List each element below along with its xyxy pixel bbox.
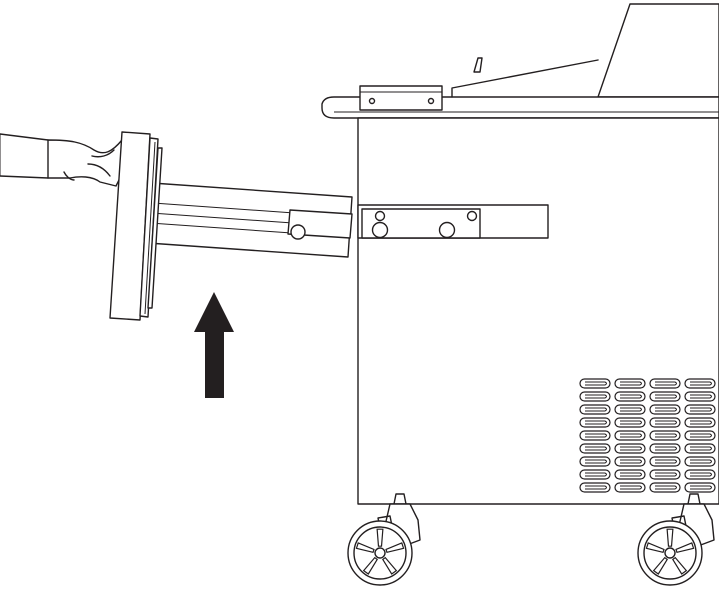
wheel-spokes xyxy=(355,528,405,575)
vent-slot-inner xyxy=(585,446,607,451)
vent-slot xyxy=(579,417,611,428)
wheel-spokes xyxy=(645,528,695,575)
vent-slot-inner xyxy=(690,420,712,425)
vent-slot-inner xyxy=(655,446,677,451)
vent-slot xyxy=(684,417,716,428)
hand-arm xyxy=(0,133,132,187)
vent-slot xyxy=(614,417,646,428)
vent-slot-inner xyxy=(655,407,677,412)
vent-slot-inner xyxy=(620,433,642,438)
cabinet-mount-bracket xyxy=(357,204,549,239)
vent-slot xyxy=(684,404,716,415)
vent-slot xyxy=(614,482,646,493)
vent-slot-inner xyxy=(690,485,712,490)
vent-slot-inner xyxy=(585,459,607,464)
vent-slot xyxy=(579,482,611,493)
vent-slot-inner xyxy=(620,485,642,490)
machine-lid xyxy=(321,3,719,119)
vent-slot xyxy=(614,469,646,480)
vent-slot-inner xyxy=(620,446,642,451)
vent-slot-inner xyxy=(585,394,607,399)
vent-slot xyxy=(579,378,611,389)
wheel-spoke xyxy=(666,528,674,547)
up-arrow-icon xyxy=(194,292,234,398)
wheel-spoke xyxy=(652,556,669,575)
vent-slot xyxy=(579,430,611,441)
vent-slot xyxy=(649,430,681,441)
vent-slot-inner xyxy=(585,407,607,412)
vent-slot xyxy=(614,404,646,415)
wheel-spoke xyxy=(385,542,405,554)
vent-slot-inner xyxy=(585,472,607,477)
vent-slot-inner xyxy=(585,420,607,425)
vent-slot-inner xyxy=(655,381,677,386)
vent-slot-inner xyxy=(690,407,712,412)
wheel-spoke xyxy=(376,528,384,547)
vent-slot-inner xyxy=(620,420,642,425)
vent-slot-inner xyxy=(620,459,642,464)
vent-slot-inner xyxy=(620,472,642,477)
vent-slot-inner xyxy=(655,433,677,438)
lid-hinge-plate xyxy=(359,85,443,111)
vent-slot-inner xyxy=(655,420,677,425)
vent-slot xyxy=(649,456,681,467)
vent-slot xyxy=(649,391,681,402)
vent-slot-inner xyxy=(585,381,607,386)
vent-slot-inner xyxy=(655,485,677,490)
vent-slot-inner xyxy=(690,459,712,464)
vent-slot xyxy=(649,443,681,454)
vent-grid xyxy=(579,378,716,493)
vent-slot-inner xyxy=(620,407,642,412)
vent-slot xyxy=(614,443,646,454)
vent-slot xyxy=(579,469,611,480)
vent-slot-inner xyxy=(620,394,642,399)
vent-slot xyxy=(579,456,611,467)
vent-slot-inner xyxy=(585,485,607,490)
caster-wheel-rear xyxy=(637,493,715,586)
vent-slot xyxy=(614,378,646,389)
vent-slot xyxy=(614,430,646,441)
wheel-spoke xyxy=(362,556,379,575)
vent-slot-inner xyxy=(690,446,712,451)
wheel-spoke xyxy=(355,542,375,554)
vent-slot-inner xyxy=(690,394,712,399)
caster-wheel-front xyxy=(347,493,421,586)
vent-slot xyxy=(579,404,611,415)
vent-slot xyxy=(684,378,716,389)
vent-slot-inner xyxy=(655,459,677,464)
vent-slot xyxy=(684,443,716,454)
vent-slot xyxy=(684,430,716,441)
vent-slot xyxy=(684,469,716,480)
vent-slot xyxy=(614,456,646,467)
vent-slot-inner xyxy=(655,394,677,399)
vent-slot-inner xyxy=(690,472,712,477)
vent-slot xyxy=(649,469,681,480)
vent-slot-inner xyxy=(690,433,712,438)
wheel-spoke xyxy=(671,556,688,575)
sealing-bar-assembly xyxy=(109,131,353,321)
vent-slot xyxy=(684,391,716,402)
vent-slot-inner xyxy=(585,433,607,438)
vent-slot-inner xyxy=(655,472,677,477)
vent-slot xyxy=(684,482,716,493)
vent-slot xyxy=(579,391,611,402)
vent-slot xyxy=(649,482,681,493)
vent-slot xyxy=(684,456,716,467)
vent-slot xyxy=(579,443,611,454)
vent-slot xyxy=(614,391,646,402)
wheel-spoke xyxy=(381,556,398,575)
wheel-spoke xyxy=(675,542,695,554)
wheel-spoke xyxy=(645,542,665,554)
vent-slot-inner xyxy=(690,381,712,386)
vent-slot-inner xyxy=(620,381,642,386)
vent-slot xyxy=(649,417,681,428)
vent-slot xyxy=(649,378,681,389)
vent-slot xyxy=(649,404,681,415)
